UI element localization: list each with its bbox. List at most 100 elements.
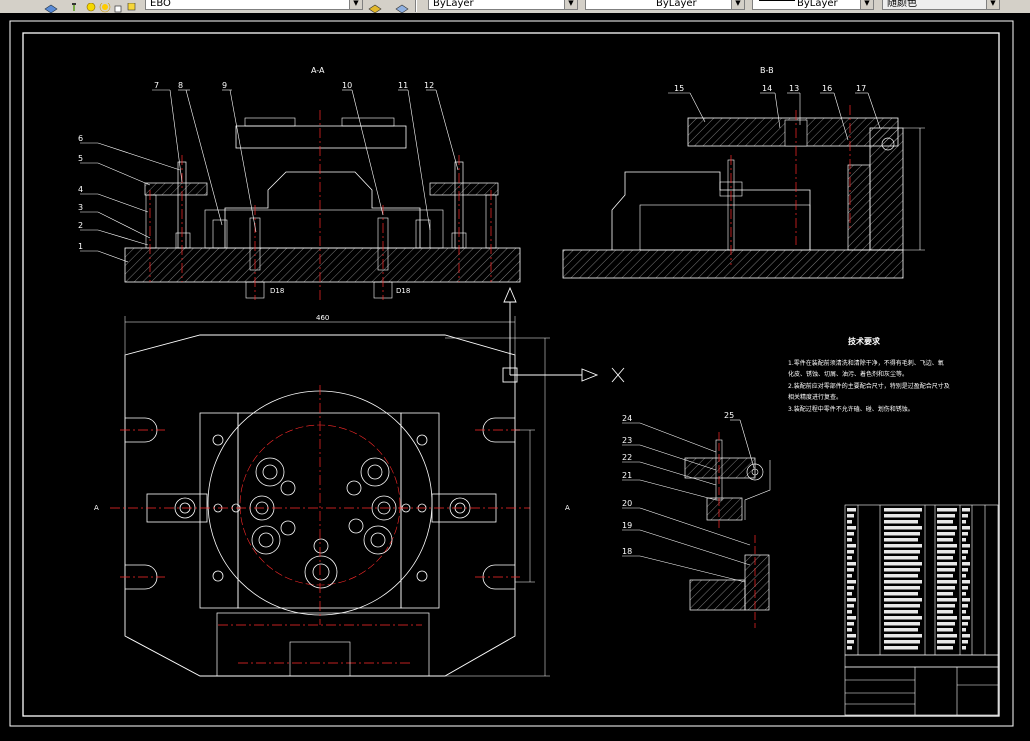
plotstyle-combo[interactable]: 随颜色 ▼ bbox=[882, 0, 1000, 10]
inner-frame bbox=[22, 32, 1000, 717]
bom-cell bbox=[937, 604, 955, 608]
color-combo-text: ByLayer bbox=[433, 0, 474, 9]
bom-cell bbox=[847, 526, 856, 530]
balloon-label: 16 bbox=[822, 84, 832, 93]
tech-title: 技术要求 bbox=[848, 336, 881, 346]
bom-rows bbox=[847, 508, 970, 650]
bom-cell bbox=[884, 574, 918, 578]
bom-cell bbox=[847, 598, 856, 602]
chevron-down-icon[interactable]: ▼ bbox=[860, 0, 873, 9]
chevron-down-icon[interactable]: ▼ bbox=[986, 0, 999, 9]
lineweight-combo[interactable]: ByLayer ▼ bbox=[752, 0, 874, 10]
bom-cell bbox=[937, 646, 953, 650]
detail-balloon-labels: 24 23 22 21 20 19 18 25 bbox=[622, 411, 734, 556]
balloon-label: 25 bbox=[724, 411, 734, 420]
color-combo[interactable]: ByLayer ▼ bbox=[428, 0, 578, 10]
bom-cell bbox=[962, 622, 968, 626]
bom-cell bbox=[847, 508, 856, 512]
bom-cell bbox=[884, 622, 920, 626]
tech-line: 3.装配过程中零件不允许磕、碰、划伤和锈蚀。 bbox=[788, 405, 914, 413]
bom-cell bbox=[962, 568, 968, 572]
bom-cell bbox=[937, 592, 953, 596]
dim-label: D18 bbox=[270, 287, 284, 295]
bom-cell bbox=[847, 562, 856, 566]
bom-cell bbox=[937, 544, 957, 548]
chevron-down-icon[interactable]: ▼ bbox=[731, 0, 744, 9]
bom-cell bbox=[847, 574, 852, 578]
tech-line: 1.零件在装配前须清洗和清除干净，不得有毛刺、飞边、氧 bbox=[788, 359, 944, 367]
bom-cell bbox=[962, 520, 966, 524]
outer-frame bbox=[9, 20, 1014, 727]
bom-cell bbox=[937, 616, 957, 620]
bom-cell bbox=[962, 616, 970, 620]
lineweight-combo-text: ByLayer bbox=[797, 0, 838, 9]
bom-cell bbox=[884, 610, 918, 614]
balloon-label: 6 bbox=[78, 134, 83, 143]
bom-cell bbox=[884, 568, 920, 572]
bom-cell bbox=[962, 592, 966, 596]
lineweight-sample bbox=[759, 0, 795, 1]
bom-cell bbox=[937, 550, 955, 554]
plan-view: 460 bbox=[94, 314, 570, 677]
bom-cell bbox=[937, 526, 957, 530]
bom-cell bbox=[962, 526, 970, 530]
bom-cell bbox=[847, 646, 852, 650]
bom-cell bbox=[884, 634, 922, 638]
balloon-label: 22 bbox=[622, 453, 632, 462]
linetype-combo[interactable]: ByLayer ▼ bbox=[585, 0, 745, 10]
bom-cell bbox=[884, 646, 918, 650]
lock-icon[interactable] bbox=[111, 0, 125, 13]
bom-cell bbox=[962, 634, 970, 638]
balloon-label: 19 bbox=[622, 521, 632, 530]
balloon-label: 3 bbox=[78, 203, 83, 212]
layer-state-icon[interactable] bbox=[44, 0, 58, 13]
bom-cell bbox=[847, 550, 854, 554]
bom-cell bbox=[962, 532, 968, 536]
balloon-label: 23 bbox=[622, 436, 632, 445]
sun-icon[interactable] bbox=[98, 0, 112, 13]
bom-cell bbox=[937, 520, 953, 524]
color-square-icon[interactable] bbox=[125, 0, 139, 12]
chevron-down-icon[interactable]: ▼ bbox=[564, 0, 577, 9]
bom-cell bbox=[937, 508, 957, 512]
bom-cell bbox=[962, 610, 966, 614]
section-aa-view: A-A bbox=[78, 66, 521, 300]
right-edge bbox=[1024, 13, 1030, 741]
bom-cell bbox=[884, 556, 918, 560]
layer-props-icon[interactable] bbox=[70, 0, 84, 12]
bom-cell bbox=[937, 622, 955, 626]
chevron-down-icon[interactable]: ▼ bbox=[349, 0, 362, 9]
bom-cell bbox=[962, 538, 966, 542]
bom-cell bbox=[847, 622, 854, 626]
section-aa-title: A-A bbox=[311, 66, 325, 75]
bom-cell bbox=[847, 580, 856, 584]
make-layer-current-icon[interactable] bbox=[368, 0, 382, 13]
balloon-label: 20 bbox=[622, 499, 632, 508]
section-bb-view: B-B 15 14 13 16 17 bbox=[562, 66, 925, 279]
bom-cell bbox=[937, 556, 953, 560]
bom-cell bbox=[937, 562, 957, 566]
width-dim-label: 460 bbox=[316, 314, 329, 322]
bom-cell bbox=[847, 520, 852, 524]
balloon-label: 10 bbox=[342, 81, 352, 90]
layer-combo-text: EBO bbox=[150, 0, 171, 9]
drawing-canvas[interactable]: A-A bbox=[0, 13, 1030, 741]
bom-cell bbox=[937, 514, 955, 518]
bom-cell bbox=[962, 646, 966, 650]
bom-cell bbox=[884, 520, 918, 524]
bulb-icon[interactable] bbox=[84, 0, 98, 12]
layer-previous-icon[interactable] bbox=[395, 0, 409, 13]
section-marker-left: A bbox=[94, 504, 99, 512]
balloon-label: 7 bbox=[154, 81, 159, 90]
bom-cell bbox=[937, 640, 955, 644]
property-toolbar: EBO ▼ ByLayer ▼ ByLayer ▼ ByLayer ▼ 随颜色 … bbox=[0, 0, 1030, 14]
bom-cell bbox=[962, 604, 968, 608]
bom-cell bbox=[847, 634, 856, 638]
balloon-label: 1 bbox=[78, 242, 83, 251]
bom-cell bbox=[937, 580, 957, 584]
bom-cell bbox=[962, 574, 966, 578]
balloon-label: 13 bbox=[789, 84, 799, 93]
plotstyle-combo-text: 随颜色 bbox=[887, 0, 917, 9]
bom-cell bbox=[884, 526, 922, 530]
layer-combo[interactable]: EBO ▼ bbox=[145, 0, 363, 10]
